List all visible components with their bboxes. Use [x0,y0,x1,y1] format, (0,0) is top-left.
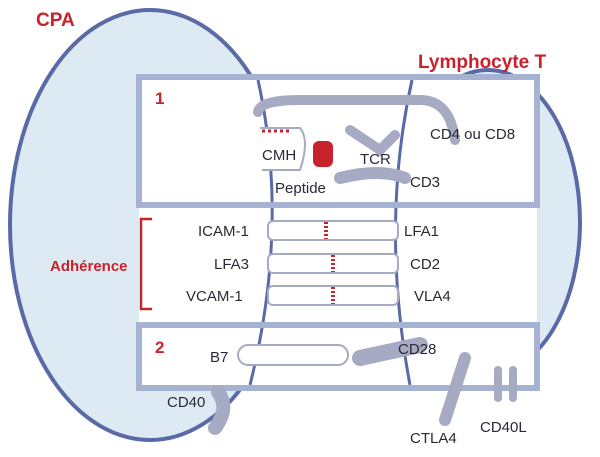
signal-2-box [136,322,540,391]
cd28-label: CD28 [398,341,436,358]
adhesion-label: Adhérence [50,258,128,275]
vla4-label: VLA4 [414,288,451,305]
ctla4-molecule [439,352,471,426]
lymphocyte-label: Lymphocyte T [418,52,546,73]
cd40-label: CD40 [167,394,205,411]
cd40-molecule [208,385,231,435]
box2-number: 2 [155,338,164,357]
cd2-label: CD2 [410,256,440,273]
icam1-lfa1-pair [267,220,399,241]
cd3-molecule [334,167,411,184]
adhesion-bracket [139,217,152,311]
cd28-molecule [352,337,428,366]
cd3-label: CD3 [410,174,440,191]
lfa1-label: LFA1 [404,223,439,240]
mhc-molecule [253,95,460,145]
ctla4-label: CTLA4 [410,430,457,447]
peptide-label: Peptide [275,180,326,197]
signal-1-box [136,74,540,208]
peptide-marker [313,141,333,167]
tcr-label: TCR [360,151,391,168]
apc-label: CPA [36,10,75,31]
cd4-cd8-label: CD4 ou CD8 [430,126,515,143]
b7-molecule [237,344,349,366]
tcr-molecule [345,125,400,157]
b7-label: B7 [210,349,228,366]
cd40l-label: CD40L [480,419,527,436]
icam1-label: ICAM-1 [198,223,249,240]
vcam1-label: VCAM-1 [186,288,243,305]
lfa3-label: LFA3 [214,256,249,273]
mhc-molecule-body [260,127,306,171]
cd40l-molecule [494,366,517,402]
mhc-label: CMH [262,147,296,164]
box1-number: 1 [155,89,164,108]
